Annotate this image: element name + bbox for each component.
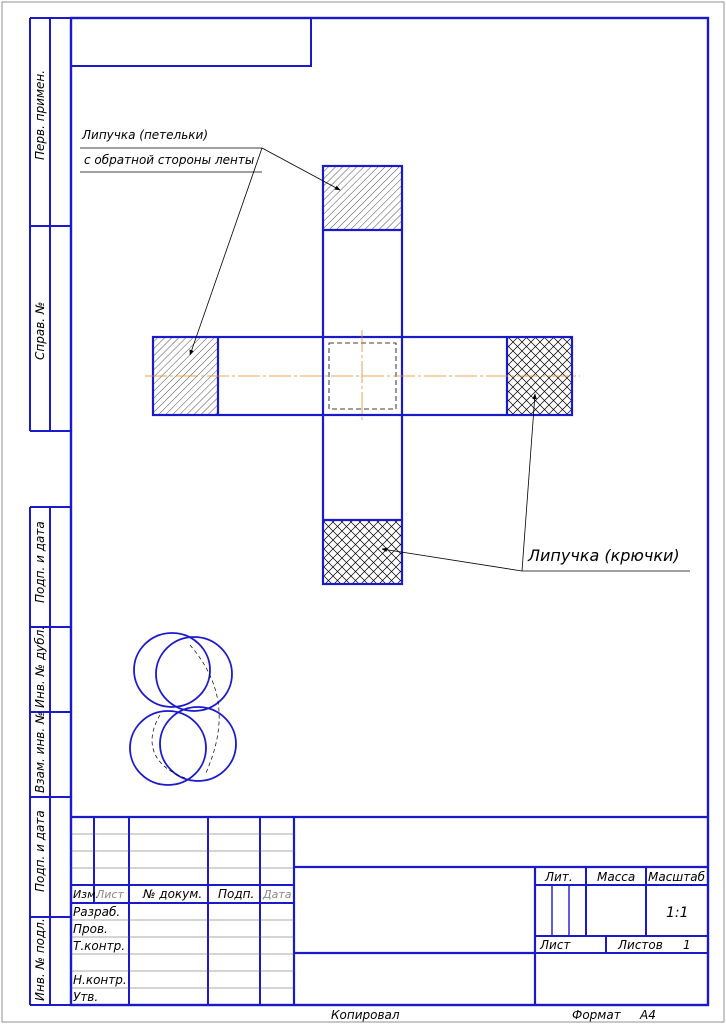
role-razrab: Разраб. — [73, 905, 120, 919]
hooks-label: Липучка (крючки) — [527, 546, 680, 565]
ring-sketch — [129, 632, 237, 786]
footer-format: Формат — [572, 1008, 622, 1022]
main-frame — [69, 16, 710, 1007]
col-no-dokum: № докум. — [142, 887, 202, 901]
loops-label-line1: Липучка (петельки) — [81, 128, 208, 142]
footer-kopiroval: Копировал — [331, 1008, 400, 1022]
side-label-inv-podl: Инв. № подл. — [33, 918, 47, 1001]
cross-part — [145, 164, 580, 586]
label-lit: Лит. — [544, 870, 573, 884]
role-tkontr: Т.контр. — [73, 939, 125, 953]
side-label-vzam-inv: Взам. инв. № — [33, 712, 47, 793]
col-data: Дата — [262, 888, 292, 901]
side-label-sprav-no: Справ. № — [33, 302, 47, 360]
side-label-podp-data-2: Подп. и дата — [33, 810, 47, 892]
annotation-loops: Липучка (петельки) с обратной стороны ле… — [80, 128, 341, 356]
label-masshtab: Масштаб — [648, 870, 706, 884]
col-podp: Подп. — [218, 887, 254, 901]
role-prov: Пров. — [73, 922, 108, 936]
side-stamp: Перв. примен. Справ. № Подп. и дата Инв.… — [29, 17, 71, 1006]
loops-area-top — [323, 166, 402, 230]
footer: Копировал Формат А4 — [331, 1008, 656, 1022]
scale-value: 1:1 — [666, 905, 689, 921]
side-label-inv-dubl: Инв. № дубл. — [33, 626, 47, 708]
label-list: Лист — [539, 938, 571, 952]
role-nkontr: Н.контр. — [73, 973, 127, 987]
hooks-area-bottom — [323, 520, 402, 584]
annotation-hooks: Липучка (крючки) — [381, 393, 690, 572]
label-massa: Масса — [597, 870, 635, 884]
footer-format-value: А4 — [639, 1008, 656, 1022]
loops-label-line2: с обратной стороны ленты — [84, 153, 254, 167]
col-list: Лист — [95, 888, 124, 901]
role-utv: Утв. — [73, 990, 98, 1004]
side-label-podp-data-1: Подп. и дата — [33, 521, 47, 603]
top-left-box — [70, 17, 312, 67]
col-izm: Изм. — [73, 888, 99, 901]
listov-value: 1 — [683, 938, 691, 952]
side-label-perv-primen: Перв. примен. — [33, 70, 47, 160]
label-listov: Листов — [617, 938, 663, 952]
title-block: Изм. Лист № докум. Подп. Дата Разраб. Пр… — [71, 815, 708, 1005]
